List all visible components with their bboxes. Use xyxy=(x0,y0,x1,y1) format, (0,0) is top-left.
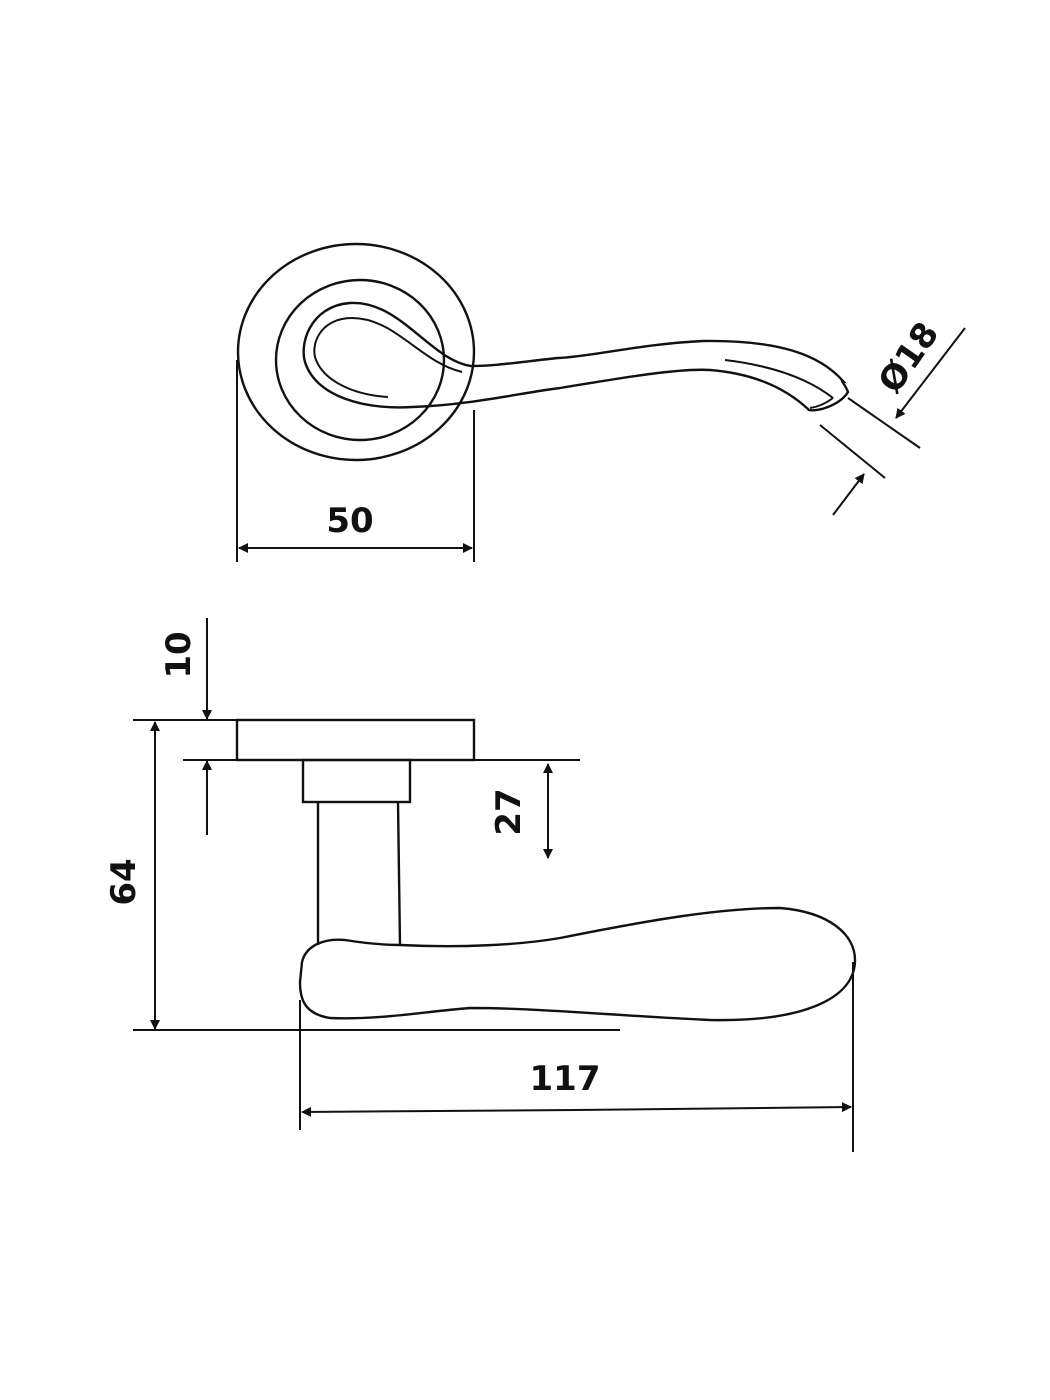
dim-label-27: 27 xyxy=(489,788,529,835)
rose-inner xyxy=(274,278,446,442)
lever-top-outline xyxy=(302,301,850,412)
ext-line-d18-b xyxy=(819,424,886,479)
dim-label-d18: Ø18 xyxy=(871,315,947,400)
dim-arrow-d18-top xyxy=(895,327,966,419)
dim-arrow-d18-bottom xyxy=(832,473,865,516)
lever-side-outline xyxy=(298,906,857,1022)
side-view: 10 64 27 117 xyxy=(104,618,857,1152)
lever-groove xyxy=(724,359,834,399)
dim-label-50: 50 xyxy=(326,501,373,541)
rose-plate xyxy=(235,718,476,762)
dim-arrow-117-left xyxy=(301,1106,577,1117)
dim-label-117: 117 xyxy=(530,1059,601,1099)
stem-right xyxy=(396,801,402,946)
rose-outer xyxy=(236,242,476,462)
lever-loop-inner xyxy=(313,316,463,398)
dim-label-64: 64 xyxy=(104,858,144,905)
dim-arrow-117-right xyxy=(575,1102,852,1113)
ext-line-d18-a xyxy=(847,397,921,449)
top-view: 50 Ø18 xyxy=(236,242,966,562)
lever-groove-2 xyxy=(809,397,834,409)
neck xyxy=(301,758,412,804)
dim-label-10: 10 xyxy=(159,631,199,678)
